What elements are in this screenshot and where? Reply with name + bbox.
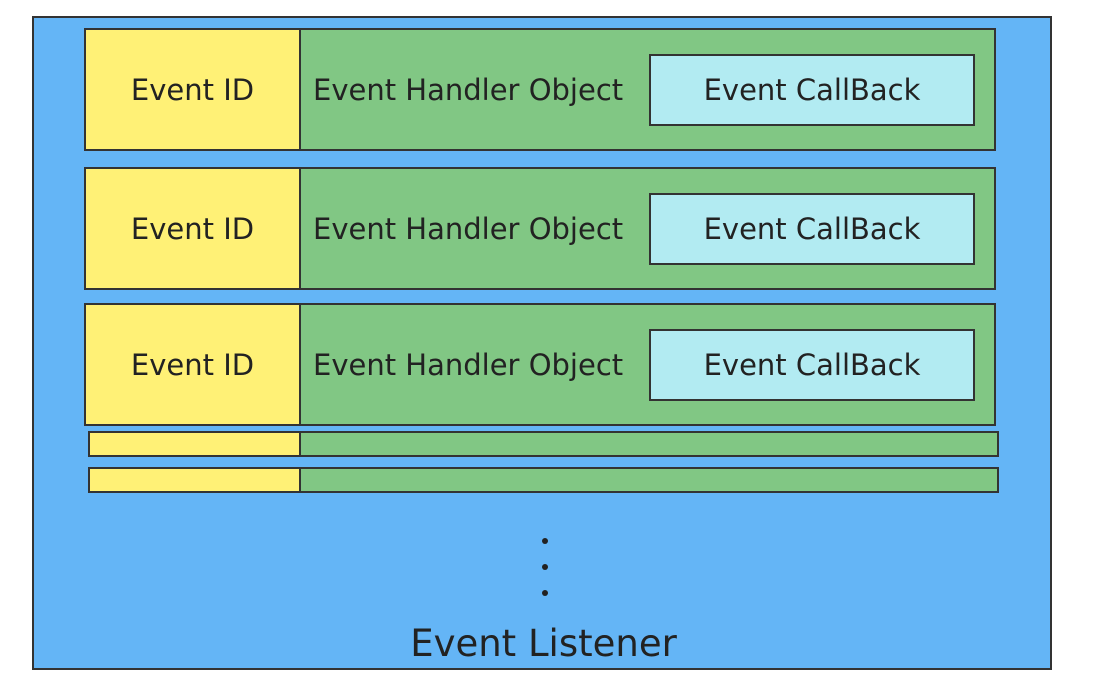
event-handler-object-cell (301, 469, 997, 491)
event-id-cell: Event ID (86, 305, 301, 424)
event-handler-object-label: Event Handler Object (313, 347, 624, 382)
event-id-cell: Event ID (86, 30, 301, 149)
ellipsis-dot (542, 590, 548, 596)
event-handler-object-cell: Event Handler Object Event CallBack (301, 169, 994, 288)
event-id-cell (90, 433, 301, 455)
event-handler-object-cell (301, 433, 997, 455)
collapsed-entry-row (88, 431, 999, 457)
ellipsis-dot (542, 564, 548, 570)
event-entry-row: Event ID Event Handler Object Event Call… (84, 303, 996, 426)
event-callback-box: Event CallBack (649, 54, 975, 126)
event-entry-row: Event ID Event Handler Object Event Call… (84, 28, 996, 151)
event-handler-object-label: Event Handler Object (313, 72, 624, 107)
event-callback-box: Event CallBack (649, 193, 975, 265)
event-handler-object-cell: Event Handler Object Event CallBack (301, 305, 994, 424)
event-callback-box: Event CallBack (649, 329, 975, 401)
event-id-cell (90, 469, 301, 491)
event-id-cell: Event ID (86, 169, 301, 288)
event-listener-label: Event Listener (410, 622, 677, 665)
ellipsis-dot (542, 538, 548, 544)
collapsed-entry-row (88, 467, 999, 493)
event-handler-object-label: Event Handler Object (313, 211, 624, 246)
event-handler-object-cell: Event Handler Object Event CallBack (301, 30, 994, 149)
event-entry-row: Event ID Event Handler Object Event Call… (84, 167, 996, 290)
